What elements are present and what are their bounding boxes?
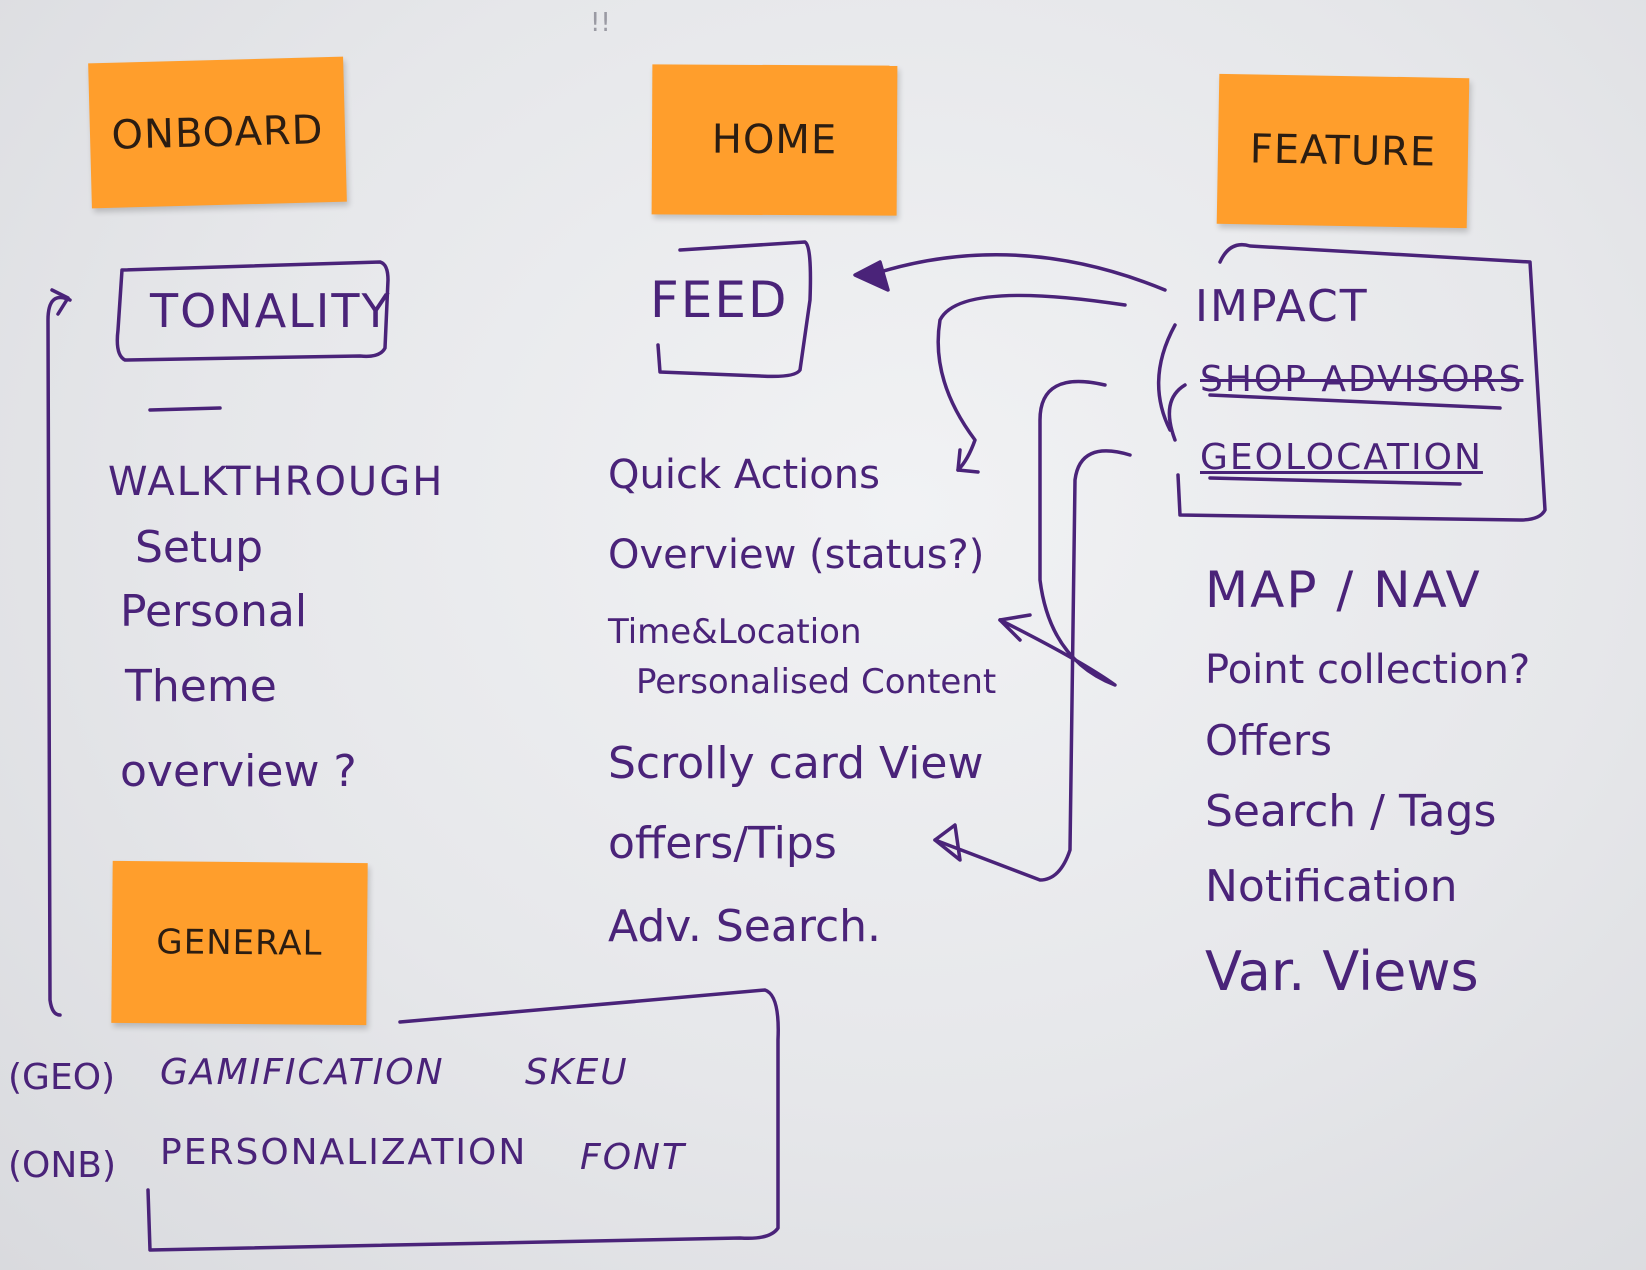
feature-item: Notification xyxy=(1205,861,1458,912)
feature-box xyxy=(1176,243,1547,522)
home-item: Overview (status?) xyxy=(608,532,985,578)
sticky-note-onboard: ONBOARD xyxy=(88,56,347,209)
feature-item: Offers xyxy=(1205,716,1332,765)
home-item: Time&Location xyxy=(608,612,862,652)
onboard-loop-arrow xyxy=(46,295,72,1017)
feature-item: Var. Views xyxy=(1205,940,1479,1003)
general-item: GAMIFICATION xyxy=(160,1052,445,1093)
arrow-geo-offers xyxy=(933,449,1132,882)
general-item: SKEU xyxy=(525,1052,629,1093)
general-item: PERSONALIZATION xyxy=(160,1132,528,1173)
general-item: FONT xyxy=(580,1137,686,1178)
feature-boxed-item: IMPACT xyxy=(1195,281,1369,332)
home-item: Quick Actions xyxy=(608,452,880,498)
feature-boxed-item: GEOLOCATION xyxy=(1200,437,1483,478)
onboard-item: Setup xyxy=(135,522,264,573)
arrow-impact-feed xyxy=(878,253,1167,292)
general-side-label: (GEO) xyxy=(8,1057,116,1098)
tonality-box xyxy=(115,260,390,362)
general-box xyxy=(146,988,780,1252)
onboard-item: overview ? xyxy=(120,746,357,797)
onboard-item: WALKTHROUGH xyxy=(108,459,445,505)
home-item: Scrolly card View xyxy=(608,738,984,789)
feature-boxed-item: SHOP ADVISORS xyxy=(1200,359,1524,400)
home-item: Personalised Content xyxy=(636,662,997,702)
feature-item: Point collection? xyxy=(1205,647,1531,693)
feature-item: Search / Tags xyxy=(1205,786,1497,837)
top-scribble: !! xyxy=(590,8,611,38)
onboard-boxed-item: TONALITY xyxy=(150,284,392,338)
arrow-impact-quick xyxy=(936,293,1127,472)
onboard-item: Personal xyxy=(120,586,308,637)
home-item: Adv. Search. xyxy=(608,901,882,952)
onboard-item: Theme xyxy=(125,661,277,712)
sticky-note-general: GENERAL xyxy=(111,860,368,1026)
feed-box xyxy=(656,240,813,379)
sticky-note-feature: FEATURE xyxy=(1216,73,1470,229)
sticky-note-home: HOME xyxy=(651,64,898,216)
home-item: offers/Tips xyxy=(608,818,837,869)
feature-item: MAP / NAV xyxy=(1205,561,1482,619)
arrow-shop-time xyxy=(998,379,1117,687)
general-side-label: (ONB) xyxy=(8,1145,117,1186)
home-boxed-item: FEED xyxy=(650,271,789,329)
